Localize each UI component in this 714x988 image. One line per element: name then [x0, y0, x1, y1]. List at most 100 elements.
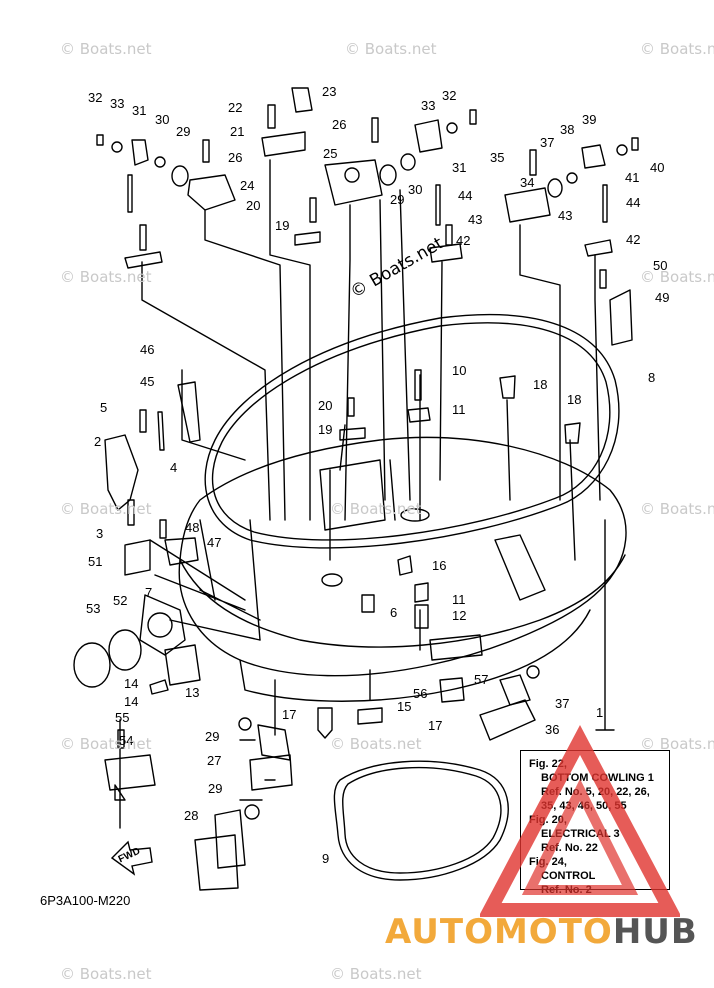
boats-watermark: © Boats.net: [640, 268, 714, 286]
callout-50: 50: [653, 258, 668, 273]
callout-38: 38: [560, 122, 575, 137]
callout-56: 56: [413, 686, 428, 701]
callout-14: 14: [124, 676, 139, 691]
callout-33: 33: [421, 98, 436, 113]
boats-watermark: © Boats.net: [330, 500, 422, 518]
callout-31: 31: [132, 103, 147, 118]
callout-22: 22: [228, 100, 243, 115]
callout-8: 8: [648, 370, 656, 385]
bottom-cowling-1: [178, 436, 627, 677]
boats-watermark: © Boats.net: [640, 735, 714, 753]
callout-24: 24: [240, 178, 255, 193]
callout-30: 30: [155, 112, 170, 127]
callout-32: 32: [442, 88, 457, 103]
callout-11: 11: [452, 592, 466, 607]
callout-32: 32: [88, 90, 103, 105]
boats-watermark: © Boats.net: [60, 735, 152, 753]
callout-53: 53: [86, 601, 101, 616]
callout-9: 9: [322, 851, 330, 866]
callout-21: 21: [230, 124, 245, 139]
callout-33: 33: [110, 96, 125, 111]
callout-42: 42: [456, 233, 471, 248]
callout-11: 11: [452, 402, 466, 417]
callout-19: 19: [275, 218, 290, 233]
ref-line: Fig. 22,: [529, 758, 567, 770]
callout-55: 55: [115, 710, 130, 725]
callout-31: 31: [452, 160, 467, 175]
callout-57: 57: [474, 672, 489, 687]
callout-48: 48: [185, 520, 200, 535]
gasket-9: [333, 760, 509, 881]
callout-47: 47: [207, 535, 222, 550]
callout-43: 43: [558, 208, 573, 223]
boats-watermark: © Boats.net: [60, 965, 152, 983]
callout-37: 37: [555, 696, 570, 711]
boats-watermark: © Boats.net: [60, 40, 152, 58]
callout-1: 1: [596, 705, 604, 720]
callout-13: 13: [185, 685, 200, 700]
ref-line: CONTROL: [541, 870, 596, 882]
callout-18: 18: [533, 377, 548, 392]
callout-52: 52: [113, 593, 128, 608]
callout-7: 7: [145, 585, 153, 600]
callout-45: 45: [140, 374, 155, 389]
callout-23: 23: [322, 84, 337, 99]
callout-16: 16: [432, 558, 447, 573]
boats-watermark: © Boats.net: [640, 40, 714, 58]
boats-watermark: © Boats.net: [60, 268, 152, 286]
callout-36: 36: [545, 722, 560, 737]
callout-42: 42: [626, 232, 641, 247]
callout-34: 34: [520, 175, 535, 190]
callout-15: 15: [397, 699, 412, 714]
automotohub-logo: AUTOMOTOHUB: [385, 912, 698, 952]
callout-39: 39: [582, 112, 597, 127]
callout-29: 29: [205, 729, 220, 744]
callout-20: 20: [246, 198, 261, 213]
callout-44: 44: [458, 188, 473, 203]
part-code: 6P3A100-M220: [40, 893, 131, 908]
seal-ring-8: [204, 313, 620, 549]
callout-12: 12: [452, 608, 467, 623]
callout-18: 18: [567, 392, 582, 407]
logo-part2: HUB: [612, 912, 698, 952]
callout-26: 26: [228, 150, 243, 165]
callout-20: 20: [318, 398, 333, 413]
callout-54: 54: [119, 733, 134, 748]
callout-14: 14: [124, 694, 139, 709]
boats-watermark: © Boats.net: [60, 500, 152, 518]
boats-watermark: © Boats.net: [640, 500, 714, 518]
callout-10: 10: [452, 363, 467, 378]
callout-37: 37: [540, 135, 555, 150]
callout-2: 2: [94, 434, 102, 449]
callout-46: 46: [140, 342, 155, 357]
callout-40: 40: [650, 160, 665, 175]
callout-41: 41: [625, 170, 640, 185]
logo-triangle: [480, 725, 680, 917]
callout-17: 17: [282, 707, 297, 722]
callout-5: 5: [100, 400, 108, 415]
callout-29: 29: [208, 781, 223, 796]
callout-4: 4: [170, 460, 178, 475]
callout-30: 30: [408, 182, 423, 197]
callout-17: 17: [428, 718, 443, 733]
callout-6: 6: [390, 605, 398, 620]
callout-19: 19: [318, 422, 333, 437]
callout-51: 51: [88, 554, 103, 569]
callout-25: 25: [323, 146, 338, 161]
boats-watermark: © Boats.net: [330, 735, 422, 753]
callout-49: 49: [655, 290, 670, 305]
callout-29: 29: [176, 124, 191, 139]
callout-43: 43: [468, 212, 483, 227]
callout-27: 27: [207, 753, 222, 768]
callout-26: 26: [332, 117, 347, 132]
callout-28: 28: [184, 808, 199, 823]
boats-watermark: © Boats.net: [330, 965, 422, 983]
logo-part1: AUTOMOTO: [385, 912, 613, 952]
boats-watermark: © Boats.net: [345, 40, 437, 58]
ref-line: Ref. No. 5, 20, 22, 26,: [541, 786, 650, 798]
callout-44: 44: [626, 195, 641, 210]
callout-35: 35: [490, 150, 505, 165]
callout-29: 29: [390, 192, 405, 207]
callout-3: 3: [96, 526, 104, 541]
